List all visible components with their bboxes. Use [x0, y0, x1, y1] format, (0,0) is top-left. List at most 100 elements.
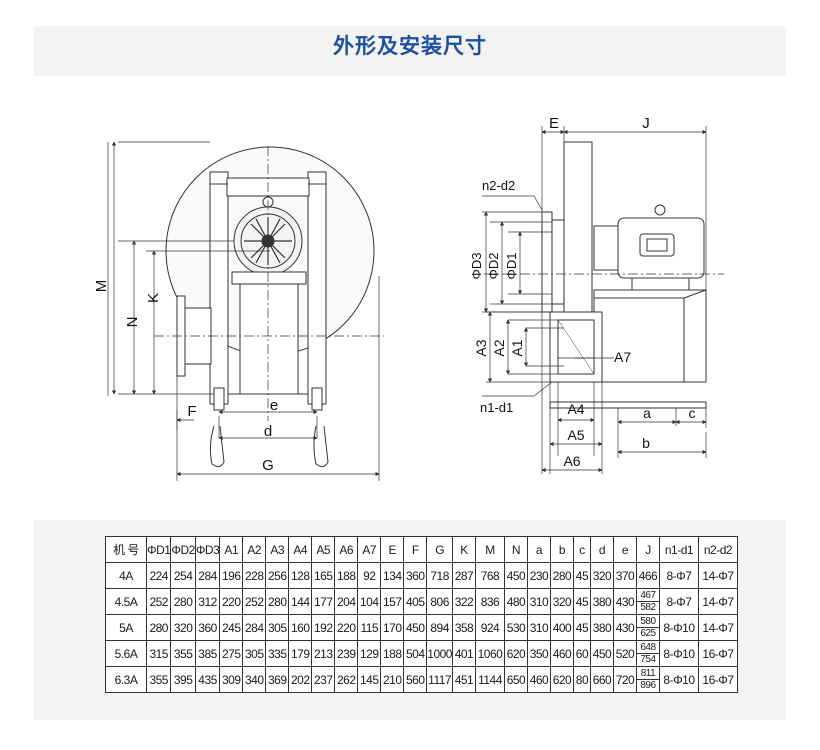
label-A5: A5: [567, 427, 584, 443]
table-cell: 45: [572, 588, 591, 615]
page-title: 外形及安装尺寸: [333, 35, 487, 58]
table-cell: 280: [170, 588, 196, 615]
side-dimensions: [482, 126, 707, 474]
table-cell-n1-d1: 8-Φ7: [658, 588, 699, 615]
table-cell: 252: [242, 588, 267, 615]
table-header-cell: K: [451, 536, 476, 563]
table-header-cell: n1-d1: [658, 536, 699, 563]
table-cell: 305: [242, 640, 267, 667]
table-header-cell: A3: [265, 536, 290, 563]
J-value-top: 467: [636, 590, 659, 602]
table-cell-n1-d1: 8-Φ10: [658, 614, 699, 641]
table-cell: 157: [380, 588, 405, 615]
J-value-top: 580: [636, 616, 659, 628]
table-cell: 280: [145, 614, 172, 641]
label-D2: ΦD2: [486, 253, 501, 280]
table-cell: 370: [612, 562, 637, 589]
table-cell: 204: [334, 588, 359, 615]
table-cell: 188: [380, 640, 405, 667]
table-cell: 620: [549, 666, 574, 693]
J-value-bottom: 625: [640, 628, 656, 639]
label-F: F: [187, 403, 196, 420]
table-header-cell: E: [380, 536, 405, 563]
table-header-cell: ΦD1: [145, 536, 172, 563]
table-cell: 284: [242, 614, 267, 641]
table-cell: 380: [589, 614, 614, 641]
table-cell: 144: [288, 588, 313, 615]
table-header-cell: A6: [334, 536, 359, 563]
label-N: N: [124, 317, 141, 328]
table-cell: 450: [589, 640, 614, 667]
table-cell: 520: [612, 640, 637, 667]
table-cell: 369: [265, 666, 290, 693]
label-D1: ΦD1: [504, 253, 519, 280]
drawing-svg: M N K F e d G E J n2-d2 ΦD3 ΦD2 ΦD1 A3 A…: [93, 115, 724, 481]
table-cell: 451: [451, 666, 476, 693]
label-d: d: [264, 423, 272, 440]
table-cell: 305: [265, 614, 290, 641]
label-D3: ΦD3: [469, 253, 484, 280]
table-cell-n2-d2: 14-Φ7: [697, 614, 738, 641]
table-cell: 5.6A: [105, 640, 147, 667]
table-cell: 385: [194, 640, 221, 667]
table-cell-n1-d1: 8-Φ10: [658, 666, 699, 693]
table-cell: 115: [357, 614, 382, 641]
table-cell: 80: [572, 666, 591, 693]
table-cell: 560: [403, 666, 428, 693]
table-header-cell: d: [589, 536, 614, 563]
table-cell: 245: [219, 614, 244, 641]
label-G: G: [262, 457, 274, 474]
label-M: M: [93, 280, 110, 293]
J-value-top: 811: [636, 668, 659, 680]
table-cell: 252: [145, 588, 172, 615]
table-cell: 312: [194, 588, 221, 615]
table-cell: 660: [589, 666, 614, 693]
table-cell: 360: [403, 562, 428, 589]
label-n2-d2: n2-d2: [482, 178, 515, 193]
table-cell: 450: [403, 614, 428, 641]
table-header-cell: A4: [288, 536, 313, 563]
table-cell: 355: [170, 640, 196, 667]
label-A2: A2: [491, 339, 507, 356]
label-e: e: [270, 397, 278, 414]
label-A6: A6: [563, 453, 580, 469]
table-cell: 179: [288, 640, 313, 667]
table-cell: 401: [451, 640, 476, 667]
drawing-labels: M N K F e d G E J n2-d2 ΦD3 ΦD2 ΦD1 A3 A…: [93, 115, 696, 474]
table-header-cell: A1: [219, 536, 244, 563]
table-cell: 320: [170, 614, 196, 641]
table-cell: 430: [612, 614, 637, 641]
label-b: b: [642, 435, 650, 451]
label-E: E: [549, 115, 559, 132]
table-cell: 165: [311, 562, 336, 589]
table-cell: 192: [311, 614, 336, 641]
table-cell: 768: [474, 562, 505, 589]
table-cell: 237: [311, 666, 336, 693]
table-cell: 220: [334, 614, 359, 641]
table-header-cell: b: [549, 536, 574, 563]
table-cell: 262: [334, 666, 359, 693]
table-cell: 315: [145, 640, 172, 667]
table-cell: 254: [170, 562, 196, 589]
table-cell-n2-d2: 16-Φ7: [697, 640, 738, 667]
table-cell: 720: [612, 666, 637, 693]
table-cell: 220: [219, 588, 244, 615]
table-cell: 60: [572, 640, 591, 667]
table-cell: 129: [357, 640, 382, 667]
table-cell: 360: [194, 614, 221, 641]
table-cell: 358: [451, 614, 476, 641]
table-cell: 806: [426, 588, 453, 615]
table-cell: 350: [526, 640, 551, 667]
table-cell: 134: [380, 562, 405, 589]
table-header-cell: N: [503, 536, 528, 563]
table-cell: 320: [589, 562, 614, 589]
